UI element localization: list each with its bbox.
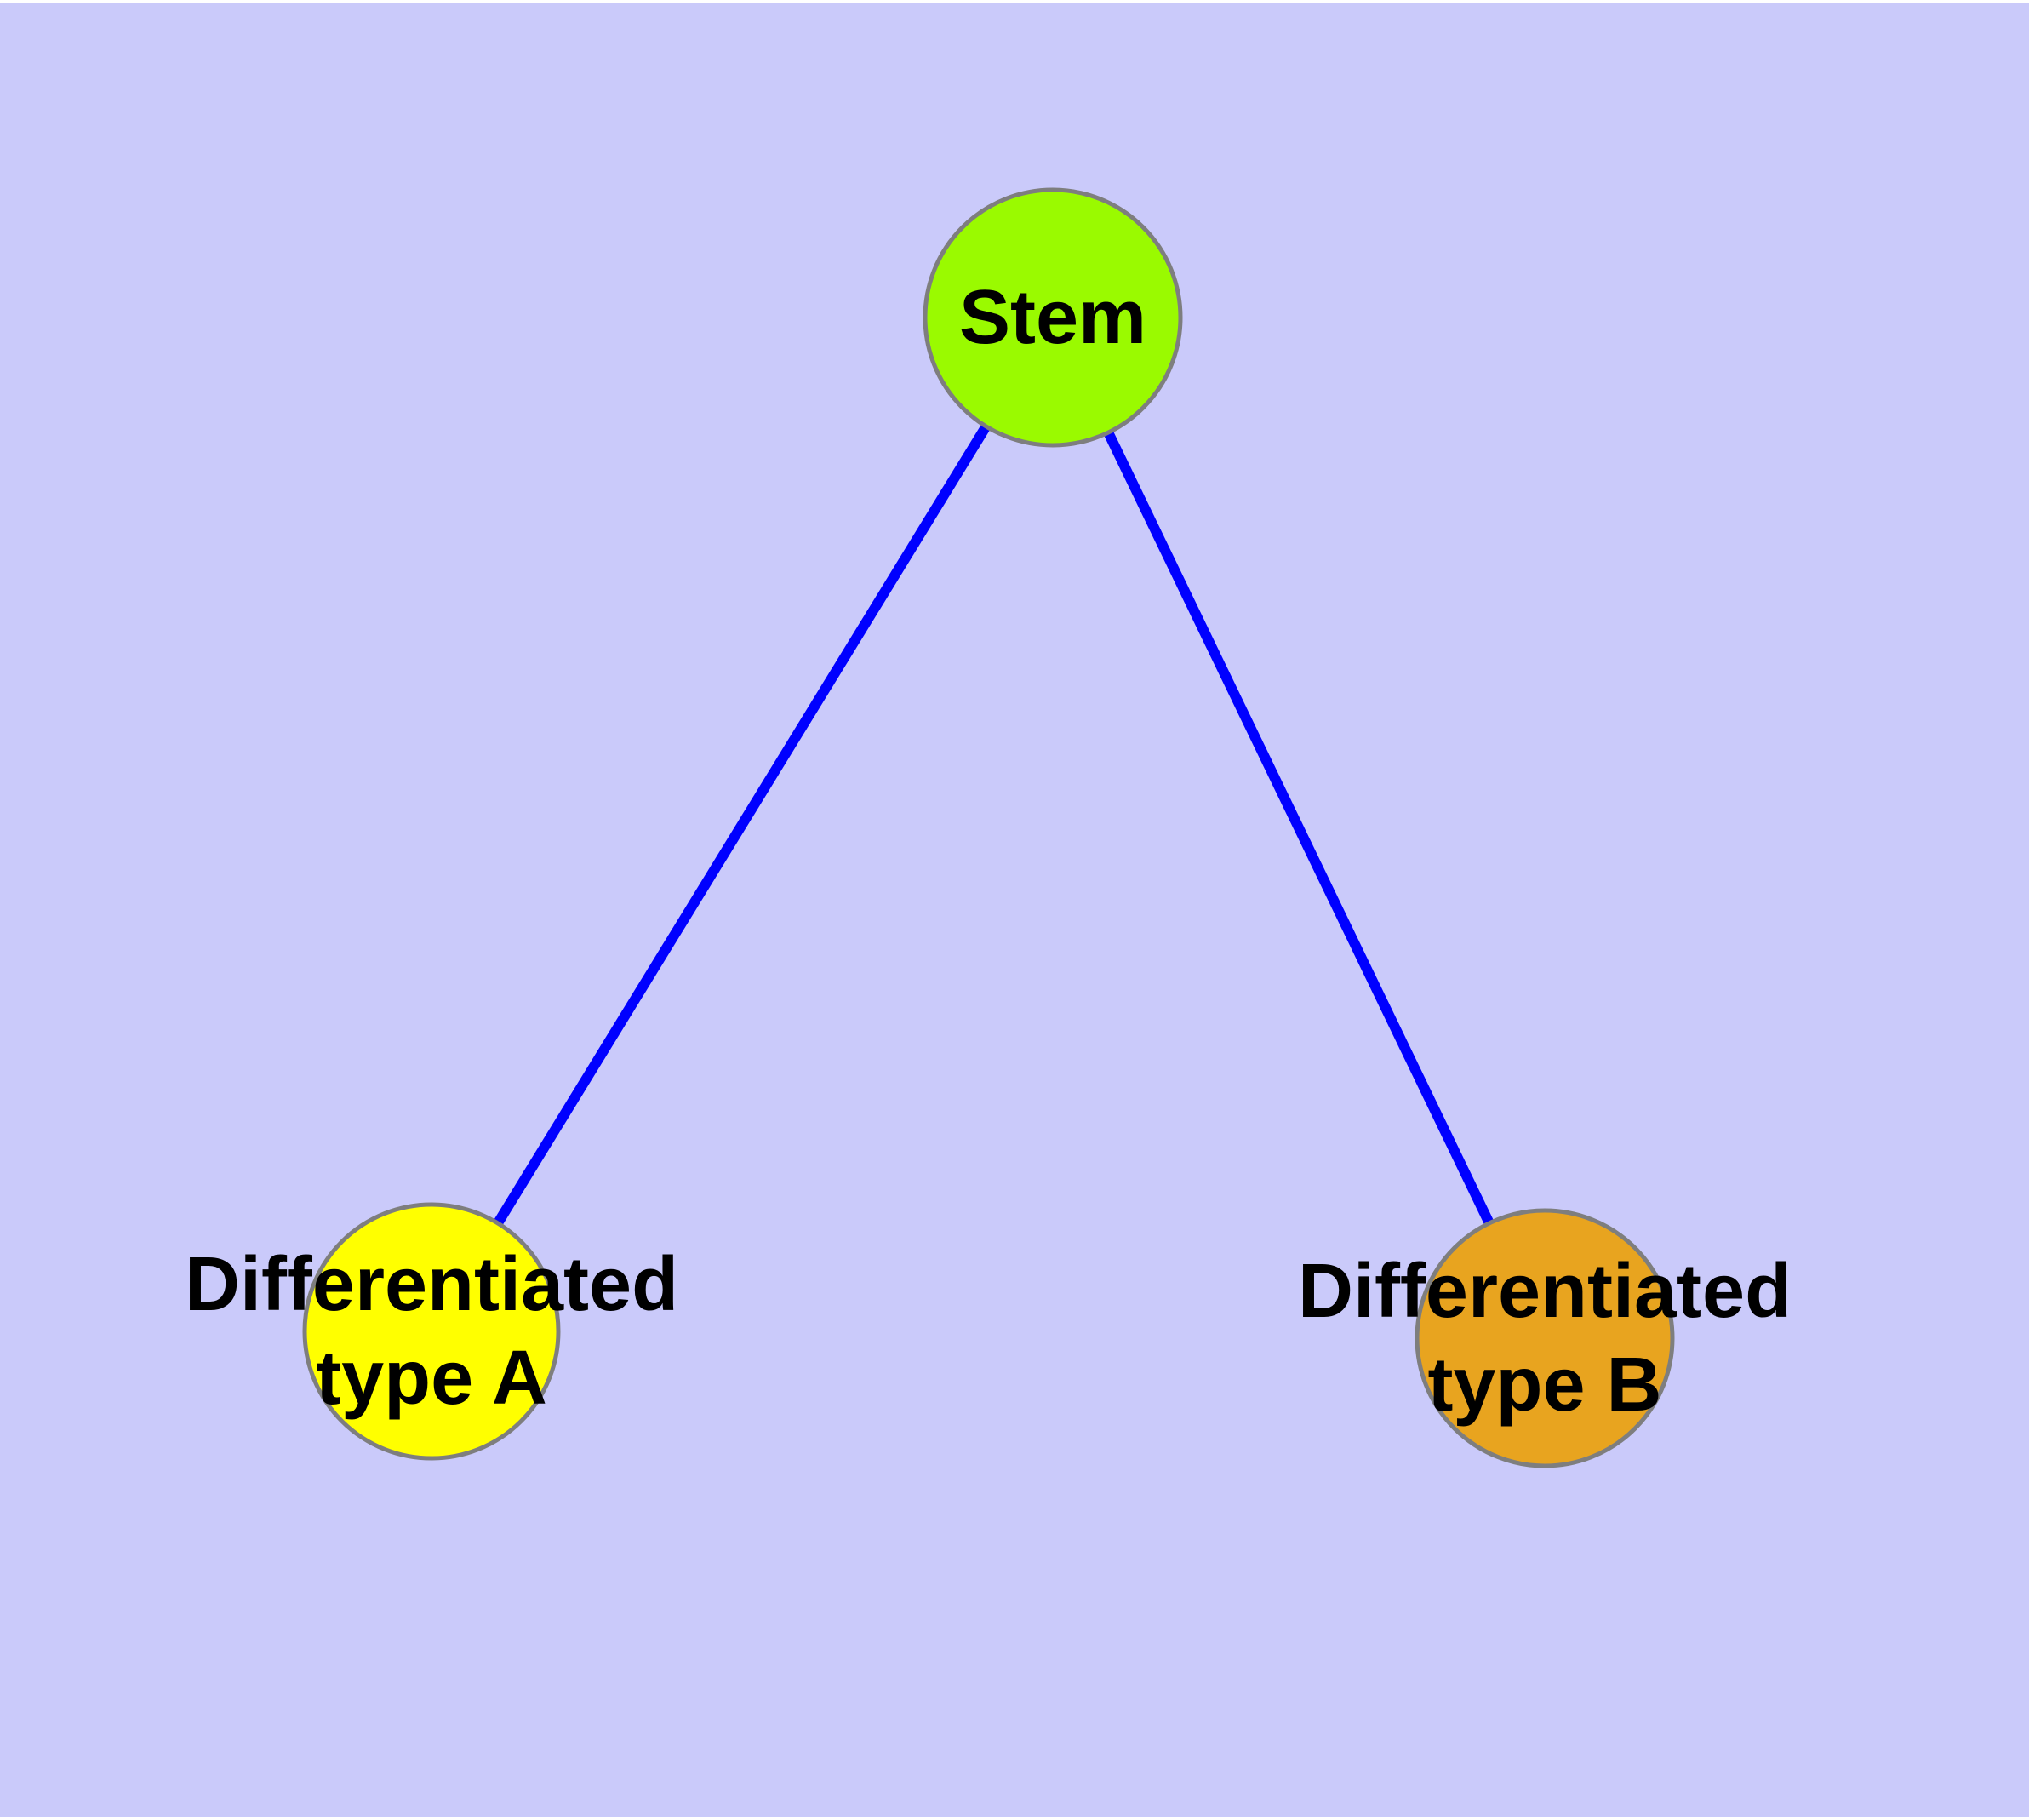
edge-stem-to-differentiated-type-a bbox=[426, 314, 1058, 1335]
node-differentiated-type-a bbox=[302, 1202, 561, 1461]
edge-stem-to-differentiated-type-b bbox=[1048, 315, 1550, 1341]
node-differentiated-type-b bbox=[1415, 1208, 1675, 1468]
node-stem bbox=[923, 187, 1183, 448]
